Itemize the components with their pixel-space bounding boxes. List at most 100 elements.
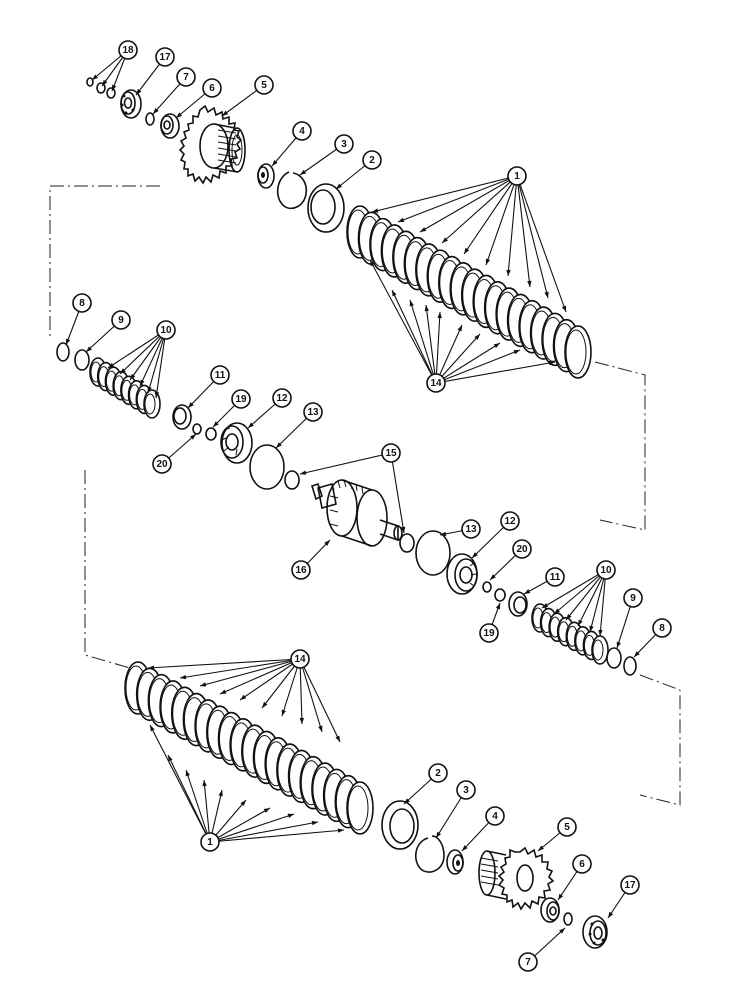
arrowhead (559, 928, 565, 934)
part-17-bearing-bottom (582, 915, 608, 949)
arrowhead (220, 689, 227, 694)
leader-line (107, 329, 167, 369)
leader-line (441, 175, 518, 244)
arrowhead (634, 651, 640, 657)
arrowhead (300, 169, 307, 175)
arrowhead (200, 682, 207, 687)
callout-circle (334, 134, 354, 154)
arrowhead (318, 725, 323, 732)
leader-line (435, 361, 556, 384)
callout-c17b: 17 (620, 875, 640, 895)
callout-c8b: 8 (652, 618, 672, 638)
callout-circle (381, 443, 401, 463)
callout-circle (572, 854, 592, 874)
spring-washer (591, 635, 609, 665)
leader-line (299, 658, 303, 725)
part-17-bearing-top (120, 89, 142, 119)
leader-line (397, 175, 518, 223)
leader-line (516, 175, 567, 313)
callout-number: 17 (624, 880, 636, 891)
callout-circle (557, 817, 577, 837)
callout-number: 1 (207, 837, 213, 848)
callout-circle (303, 402, 323, 422)
callout-c2a: 2 (362, 150, 382, 170)
callout-c12b: 12 (500, 511, 520, 531)
leader-line (409, 299, 437, 384)
part-12-bearing-lower (446, 553, 478, 595)
callout-circle (291, 560, 311, 580)
callout-number: 20 (156, 459, 168, 470)
callout-circle (652, 618, 672, 638)
arrowhead (66, 338, 71, 345)
callout-circle (202, 78, 222, 98)
part-15-ring-upper (284, 470, 300, 490)
arrowhead (222, 110, 229, 116)
callout-c5a: 5 (254, 75, 274, 95)
part-18-washers (86, 77, 116, 99)
part-4-bearing-top (257, 163, 275, 189)
arrowhead (202, 780, 207, 787)
callout-number: 14 (294, 654, 306, 665)
leader-line (185, 769, 211, 843)
arrowhead (176, 112, 183, 118)
callout-number: 19 (483, 628, 495, 639)
callout-number: 13 (465, 524, 477, 535)
arrowhead (86, 346, 92, 352)
arrowhead (180, 674, 187, 680)
arrowhead (392, 290, 397, 297)
callout-c9a: 9 (111, 310, 131, 330)
callout-c11b: 11 (545, 567, 565, 587)
callout-circle (623, 588, 643, 608)
part-8-ring-upper (56, 342, 70, 362)
callout-circle (620, 875, 640, 895)
arrowhead (262, 701, 268, 708)
arrowhead (136, 88, 142, 95)
callout-c11a: 11 (210, 365, 230, 385)
leader-line (463, 175, 518, 255)
leader-line (129, 329, 167, 381)
arrowhead (554, 608, 561, 614)
arrowhead (462, 845, 468, 851)
callout-number: 10 (160, 325, 172, 336)
callout-c6b: 6 (572, 854, 592, 874)
callout-c1b: 1 (200, 832, 220, 852)
callout-c14b: 14 (290, 649, 310, 669)
arrowhead (108, 362, 115, 368)
leader-line (209, 813, 295, 843)
callout-number: 4 (492, 811, 498, 822)
part-13-o-ring-upper (249, 444, 285, 490)
part-9-ring-upper (74, 349, 90, 371)
leader-line (485, 175, 518, 266)
callout-circle (461, 519, 481, 539)
arrowhead (524, 589, 531, 594)
callout-number: 8 (79, 298, 85, 309)
callout-c3a: 3 (334, 134, 354, 154)
arrowhead (190, 434, 196, 440)
alignment-lines (49, 185, 681, 806)
callout-c16: 16 (291, 560, 311, 580)
part-5-gear-bottom (478, 846, 555, 911)
leader-line (553, 569, 607, 615)
part-20-ring-upper (192, 423, 202, 435)
callout-circle (362, 150, 382, 170)
clutch-disc (346, 781, 374, 835)
callout-circle (176, 67, 196, 87)
part-19-ring-lower (494, 588, 506, 602)
callout-number: 9 (118, 315, 124, 326)
part-5-gear-top (178, 104, 246, 185)
leader-line (167, 754, 211, 843)
part-3-snap-ring-top (276, 171, 308, 210)
callout-c14a: 14 (426, 373, 446, 393)
leader-line (281, 658, 301, 717)
arrowhead (493, 343, 500, 349)
leader-line (435, 333, 481, 384)
leader-line (391, 289, 437, 384)
callout-circle (507, 166, 527, 186)
arrowhead (213, 421, 219, 427)
callout-number: 1 (514, 171, 520, 182)
leader-line (435, 342, 501, 384)
arrowhead (337, 828, 344, 833)
arrowhead (578, 619, 583, 626)
